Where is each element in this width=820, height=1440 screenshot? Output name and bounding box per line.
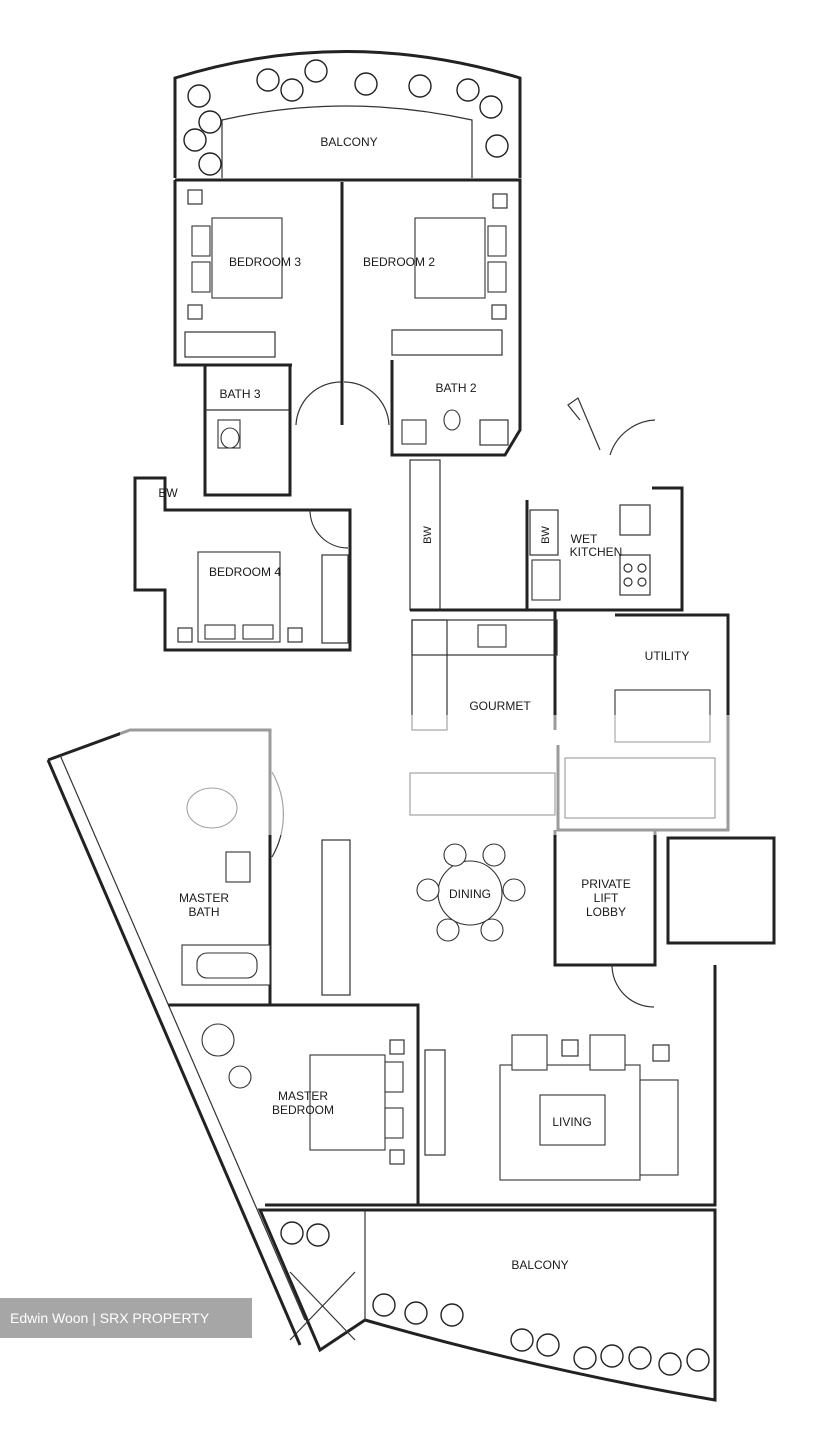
bedrooms-top	[173, 178, 522, 425]
label-private-lift-line3: LOBBY	[586, 905, 626, 919]
label-balcony-top: BALCONY	[320, 135, 377, 149]
bedroom-4	[133, 476, 352, 652]
label-bath-3: BATH 3	[219, 387, 260, 401]
label-bath-2: BATH 2	[435, 381, 476, 395]
wet-kitchen	[525, 397, 684, 612]
watermark: Edwin Woon | SRX PROPERTY	[0, 1298, 252, 1338]
outer-wall-west	[46, 754, 306, 1346]
label-private-lift-line2: LIFT	[594, 891, 619, 905]
label-bedroom-4: BEDROOM 4	[209, 565, 281, 579]
label-living: LIVING	[552, 1115, 591, 1129]
label-utility: UTILITY	[645, 649, 690, 663]
label-bw-kitchen: BW	[540, 526, 552, 544]
label-wet-kitchen-line2: KITCHEN	[570, 545, 623, 559]
balcony-top	[173, 50, 522, 178]
label-master-bedroom-line2: BEDROOM	[272, 1103, 334, 1117]
dining-area	[416, 843, 526, 942]
label-gourmet: GOURMET	[469, 699, 531, 713]
balcony-bottom	[257, 1208, 717, 1402]
label-balcony-bottom: BALCONY	[511, 1258, 568, 1272]
label-master-bath-line2: BATH	[188, 905, 219, 919]
baths-top	[203, 360, 522, 497]
label-bedroom-2: BEDROOM 2	[363, 255, 435, 269]
gourmet-kitchen	[409, 608, 558, 816]
label-bw-left: BW	[158, 486, 178, 500]
label-bedroom-3: BEDROOM 3	[229, 255, 301, 269]
master-bedroom	[168, 839, 446, 1207]
label-wet-kitchen-line1: WET	[571, 532, 598, 546]
faded-overlay	[120, 715, 740, 835]
label-private-lift-line1: PRIVATE	[581, 877, 631, 891]
label-master-bedroom-line1: MASTER	[278, 1089, 328, 1103]
label-bw-corridor: BW	[422, 526, 434, 544]
label-master-bath-line1: MASTER	[179, 891, 229, 905]
living-room	[418, 965, 717, 1207]
private-lift-lobby	[553, 830, 776, 1008]
label-dining: DINING	[449, 887, 491, 901]
